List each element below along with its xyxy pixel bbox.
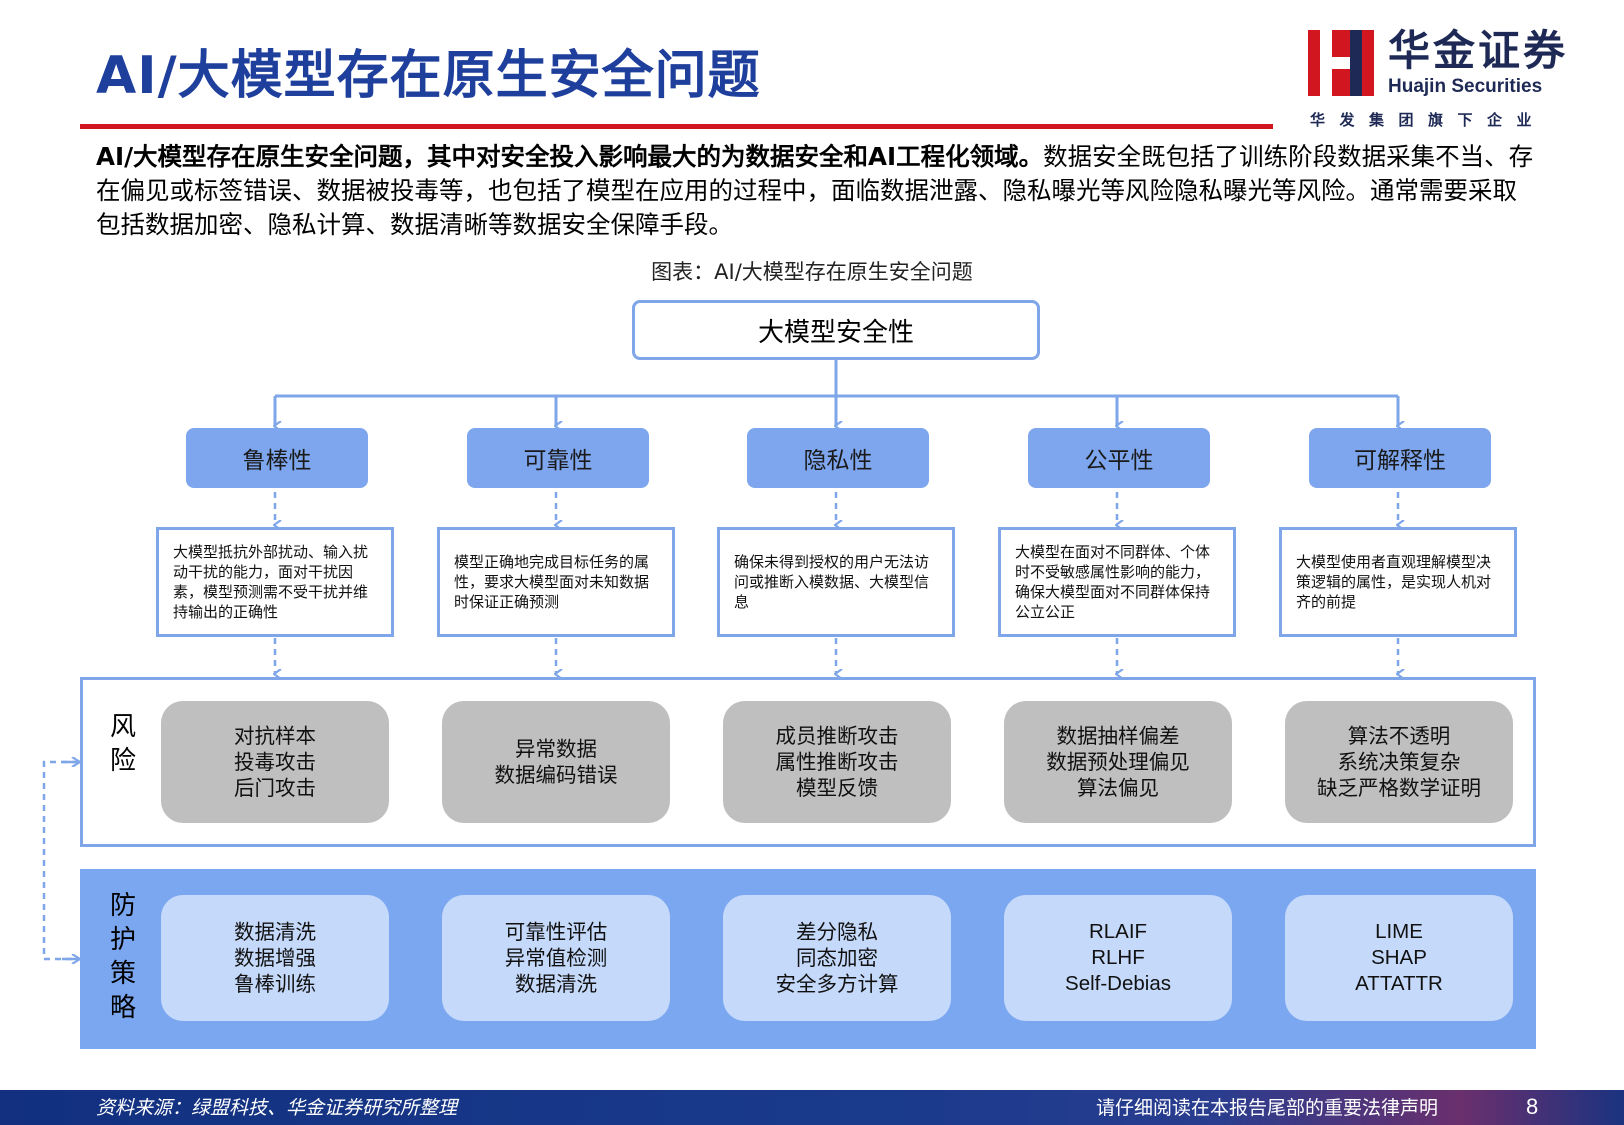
footer-bar: 资料来源：绿盟科技、华金证券研究所整理 请仔细阅读在本报告尾部的重要法律声明 8	[0, 1090, 1624, 1125]
risk-item: 对抗样本	[234, 724, 316, 748]
footer-legal-notice: 请仔细阅读在本报告尾部的重要法律声明	[1096, 1097, 1439, 1119]
defense-item: LIME	[1375, 920, 1423, 943]
footer-source: 资料来源：绿盟科技、华金证券研究所整理	[96, 1097, 458, 1119]
root-node-model-security: 大模型安全性	[632, 300, 1040, 360]
defense-item: 数据增强	[234, 946, 316, 970]
desc-text: 大模型使用者直观理解模型决策逻辑的属性，是实现人机对齐的前提	[1296, 553, 1492, 611]
risk-item: 投毒攻击	[234, 750, 316, 774]
risk-item: 模型反馈	[796, 776, 878, 800]
risk-box-privacy: 成员推断攻击 属性推断攻击 模型反馈	[723, 701, 951, 823]
defense-item: Self-Debias	[1065, 972, 1171, 995]
desc-robustness: 大模型抵抗外部扰动、输入扰动干扰的能力，面对干扰因素，模型预测需不受干扰并维持输…	[156, 527, 394, 637]
risk-box-robustness: 对抗样本 投毒攻击 后门攻击	[161, 701, 389, 823]
page-title: AI/大模型存在原生安全问题	[96, 46, 761, 106]
desc-privacy: 确保未得到授权的用户无法访问或推断入模数据、大模型信息	[717, 527, 955, 637]
risk-box-reliability: 异常数据 数据编码错误	[442, 701, 670, 823]
defense-box-fairness: RLAIF RLHF Self-Debias	[1004, 895, 1232, 1021]
defense-box-reliability: 可靠性评估 异常值检测 数据清洗	[442, 895, 670, 1021]
intro-paragraph: AI/大模型存在原生安全问题，其中对安全投入影响最大的为数据安全和AI工程化领域…	[96, 140, 1536, 242]
property-reliability: 可靠性	[467, 428, 649, 488]
risk-item: 数据预处理偏见	[1046, 750, 1190, 774]
huajin-logo-icon	[1308, 30, 1374, 96]
risk-box-interpretability: 算法不透明 系统决策复杂 缺乏严格数学证明	[1285, 701, 1513, 823]
risk-item: 系统决策复杂	[1337, 750, 1461, 774]
risk-item: 异常数据	[515, 737, 597, 761]
title-divider	[80, 124, 1273, 129]
risk-label: 风 险	[106, 710, 140, 778]
logo-chinese-name: 华金证券	[1388, 26, 1569, 75]
property-fairness: 公平性	[1028, 428, 1210, 488]
company-logo: 华金证券 Huajin Securities 华发集团旗下企业	[1308, 26, 1588, 135]
defense-item: SHAP	[1371, 946, 1427, 969]
desc-text: 模型正确地完成目标任务的属性，要求大模型面对未知数据时保证正确预测	[454, 553, 650, 611]
defense-item: 数据清洗	[515, 972, 597, 996]
page-number: 8	[1526, 1094, 1539, 1119]
risk-item: 缺乏严格数学证明	[1317, 776, 1481, 800]
defense-item: 数据清洗	[234, 920, 316, 944]
logo-english-name: Huajin Securities	[1388, 76, 1543, 97]
risk-label-char: 风	[109, 712, 136, 742]
risk-item: 数据抽样偏差	[1056, 724, 1180, 748]
risk-box-fairness: 数据抽样偏差 数据预处理偏见 算法偏见	[1004, 701, 1232, 823]
property-privacy: 隐私性	[747, 428, 929, 488]
defense-label-char: 略	[109, 993, 136, 1023]
risk-label-char: 险	[109, 746, 136, 776]
defense-box-robustness: 数据清洗 数据增强 鲁棒训练	[161, 895, 389, 1021]
defense-item: 异常值检测	[504, 946, 608, 970]
desc-text: 确保未得到授权的用户无法访问或推断入模数据、大模型信息	[734, 553, 930, 611]
desc-text: 大模型在面对不同群体、个体时不受敏感属性影响的能力，确保大模型面对不同群体保持公…	[1015, 543, 1211, 621]
risk-item: 数据编码错误	[494, 763, 618, 787]
risk-item: 算法不透明	[1347, 724, 1451, 748]
defense-box-interpretability: LIME SHAP ATTATTR	[1285, 895, 1513, 1021]
property-robustness: 鲁棒性	[186, 428, 368, 488]
figure-caption: 图表：AI/大模型存在原生安全问题	[651, 260, 973, 284]
risk-item: 属性推断攻击	[775, 750, 899, 774]
defense-item: RLHF	[1091, 946, 1145, 969]
defense-label: 防 护 策 略	[106, 889, 140, 1025]
defense-item: 鲁棒训练	[234, 972, 316, 996]
defense-item: 同态加密	[796, 946, 878, 970]
defense-label-char: 护	[109, 925, 136, 955]
defense-item: 安全多方计算	[775, 972, 899, 996]
risk-item: 后门攻击	[234, 776, 316, 800]
desc-text: 大模型抵抗外部扰动、输入扰动干扰的能力，面对干扰因素，模型预测需不受干扰并维持输…	[173, 543, 369, 621]
defense-label-char: 防	[109, 891, 136, 921]
logo-tagline: 华发集团旗下企业	[1310, 111, 1547, 129]
defense-item: 差分隐私	[796, 920, 878, 944]
defense-item: RLAIF	[1088, 920, 1148, 943]
defense-box-privacy: 差分隐私 同态加密 安全多方计算	[723, 895, 951, 1021]
intro-body: 数据安全既包括了训练阶段数据采集不当、存在偏见或标签错误、数据被投毒等，也包括了…	[96, 142, 1534, 239]
desc-reliability: 模型正确地完成目标任务的属性，要求大模型面对未知数据时保证正确预测	[437, 527, 675, 637]
risk-item: 成员推断攻击	[775, 724, 899, 748]
risk-item: 算法偏见	[1077, 776, 1159, 800]
property-interpretability: 可解释性	[1309, 428, 1491, 488]
defense-item: ATTATTR	[1355, 972, 1443, 995]
desc-interpretability: 大模型使用者直观理解模型决策逻辑的属性，是实现人机对齐的前提	[1279, 527, 1517, 637]
intro-bold-lead: AI/大模型存在原生安全问题，其中对安全投入影响最大的为数据安全和AI工程化领域…	[96, 142, 1044, 171]
defense-label-char: 策	[109, 959, 136, 989]
desc-fairness: 大模型在面对不同群体、个体时不受敏感属性影响的能力，确保大模型面对不同群体保持公…	[998, 527, 1236, 637]
defense-item: 可靠性评估	[504, 920, 608, 944]
